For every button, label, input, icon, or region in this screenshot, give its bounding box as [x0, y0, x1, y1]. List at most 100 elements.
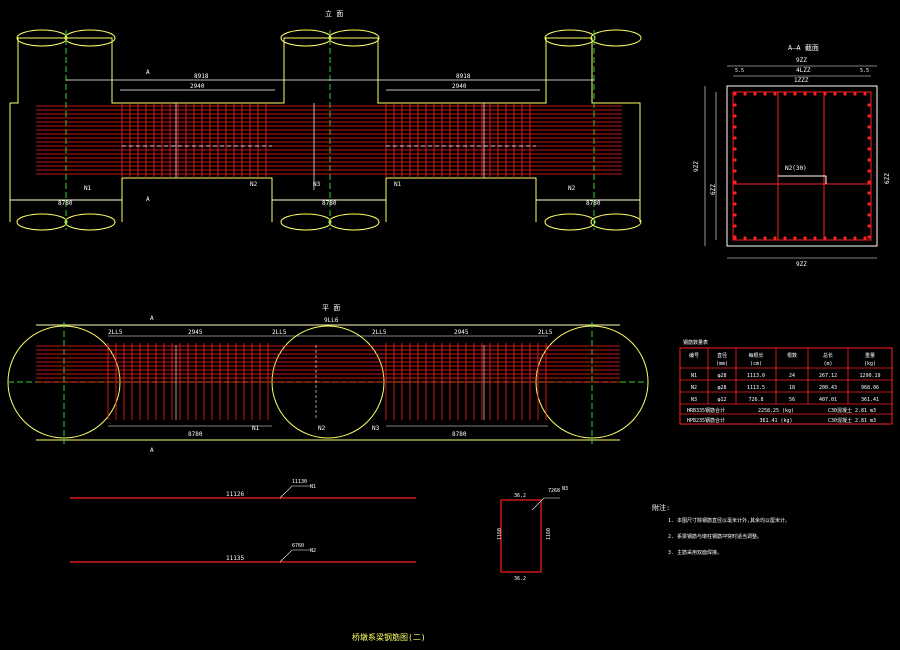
- table-header-cell: 每根长: [748, 352, 763, 359]
- rebar-n1-leader: [279, 485, 310, 499]
- table-summary-extra: C30混凝土 2.81 m3: [828, 407, 876, 414]
- plan-centerlines: [8, 322, 648, 444]
- table-cell: 968.06: [861, 385, 879, 391]
- elevation-dim-1: 8918: [194, 73, 209, 80]
- note-1: 1. 本图尺寸除钢筋直径以毫米计外,其余均以厘米计。: [668, 517, 790, 524]
- section-bottom-dim: 9ZZ: [796, 261, 807, 268]
- table-summary-extra: C30混凝土 2.81 m3: [828, 417, 876, 424]
- elevation-bottom-dim-1: 8780: [58, 200, 73, 207]
- plan-dim-5: 2945: [454, 329, 469, 336]
- table-cell: 56: [789, 397, 795, 403]
- section-rebar-dot: [793, 236, 797, 240]
- table-cell: 1113.5: [747, 385, 765, 391]
- section-rebar-dot: [733, 169, 737, 173]
- section-rebar-dot: [813, 236, 817, 240]
- table-cell: N3: [691, 397, 697, 403]
- section-leader: N2(30): [785, 165, 807, 172]
- table-header-cell: 直径: [717, 352, 727, 359]
- elevation-bottom-dim-3: 8780: [586, 200, 601, 207]
- section-side-dim-3: 6ZZ: [884, 173, 891, 184]
- section-title: A—A 截面: [788, 43, 819, 52]
- section-rebar-dot: [863, 236, 867, 240]
- table-subheader-cell: (kg): [864, 361, 876, 367]
- stirrup-top: 36.2: [514, 493, 526, 499]
- section-rebar-dot: [733, 158, 737, 162]
- plan-dimension-lines: [36, 324, 620, 427]
- section-rebar-dot: [867, 180, 871, 184]
- rebar-n1-length: 11130: [292, 479, 307, 485]
- elevation-leader-2: N2: [250, 181, 258, 188]
- elevation-leader-5: N2: [568, 185, 576, 192]
- notes: 附注: 1. 本图尺寸除钢筋直径以毫米计外,其余均以厘米计。 2. 系梁钢筋与墩…: [652, 503, 790, 556]
- section-rebar-dot: [763, 92, 767, 96]
- stirrup-mark: N3: [562, 486, 568, 492]
- section-inner-dim: 1ZZZ: [794, 77, 809, 84]
- table-cell: 361.41: [861, 397, 879, 403]
- rebar-n1-mark: N1: [310, 484, 316, 490]
- elevation-leader-3: N3: [313, 181, 321, 188]
- section-rebar-dot: [743, 236, 747, 240]
- rebar-n2-dim: 11135: [226, 555, 244, 562]
- rebar-n2-leader: [279, 549, 310, 563]
- section-rebar-dot: [867, 125, 871, 129]
- section-tie: [778, 175, 827, 184]
- section-rebar-dot: [733, 125, 737, 129]
- section-rebar-dot: [733, 191, 737, 195]
- table-summary-value: 2258.25 (kg): [758, 408, 794, 414]
- section-top-dim-right: 5.5: [860, 68, 869, 74]
- elevation-pier-bottoms: [9, 200, 642, 231]
- plan-dim-4: 2LL5: [372, 329, 387, 336]
- plan-center-dim: 9LL6: [324, 317, 339, 324]
- table-subheader-cell: (cm): [750, 361, 762, 367]
- table-header-cell: 总长: [823, 352, 833, 359]
- section-rebar-dot: [743, 92, 747, 96]
- section-rebar-dot: [733, 92, 737, 96]
- stirrup-bottom: 36.2: [514, 576, 526, 582]
- section-rebar-dot: [867, 213, 871, 217]
- notes-heading: 附注:: [652, 503, 670, 512]
- section-dimension-lines: [704, 65, 878, 259]
- section-rebar-dot: [813, 92, 817, 96]
- section-rebar-dot: [733, 147, 737, 151]
- section-rebar-dot: [803, 236, 807, 240]
- table-grid: [680, 348, 892, 415]
- section-inner-stirrups: [733, 92, 871, 240]
- table-cell: 1290.19: [859, 373, 880, 379]
- section-rebar-dot: [867, 169, 871, 173]
- elevation-view: 立 面: [9, 9, 642, 231]
- section-rebar-dot: [783, 92, 787, 96]
- elevation-leader-4: N1: [394, 181, 402, 188]
- plan-title: 平 面: [322, 304, 340, 312]
- section-rebar-dot: [853, 236, 857, 240]
- section-rebar-dot: [773, 92, 777, 96]
- section-top-dim-left: 5.5: [735, 68, 744, 74]
- elevation-leader-1: N1: [84, 185, 92, 192]
- stirrup-length: 7268: [548, 488, 560, 494]
- elevation-bottom-dim-2: 8780: [322, 200, 337, 207]
- table-cell: φ28: [717, 385, 726, 391]
- section-rebar-dot: [773, 236, 777, 240]
- stirrup-left: 1160: [497, 528, 503, 540]
- section-rebar-dot: [763, 236, 767, 240]
- elevation-beam-outline: [9, 37, 641, 201]
- stirrup-shape: [500, 499, 542, 573]
- plan-dim-6: 2LL5: [538, 329, 553, 336]
- plan-leader-1: N1: [252, 425, 260, 432]
- section-rebar-dot: [793, 92, 797, 96]
- section-rebar-dot: [867, 158, 871, 162]
- table-cell: 24: [789, 373, 795, 379]
- section-side-dim: 9ZZ: [693, 161, 700, 172]
- table-subheader-cell: (m): [823, 361, 832, 367]
- rebar-n1-dim: 11126: [226, 491, 244, 498]
- plan-view: 平 面 2LL5 2945 2LL5 9LL6 2LL5 2945 2LL5 8…: [7, 304, 649, 454]
- section-top-dim: 9ZZ: [796, 57, 807, 64]
- plan-leader-3: N3: [372, 425, 380, 432]
- section-rebar-dot: [753, 92, 757, 96]
- section-rebar-dot: [733, 103, 737, 107]
- note-3: 3. 主筋采用双面焊接。: [668, 549, 722, 556]
- elevation-section-mark-1: A: [146, 69, 150, 76]
- section-rebar-dot: [867, 114, 871, 118]
- table-subheader-cell: (mm): [716, 361, 728, 367]
- section-rebar-dot: [733, 235, 737, 239]
